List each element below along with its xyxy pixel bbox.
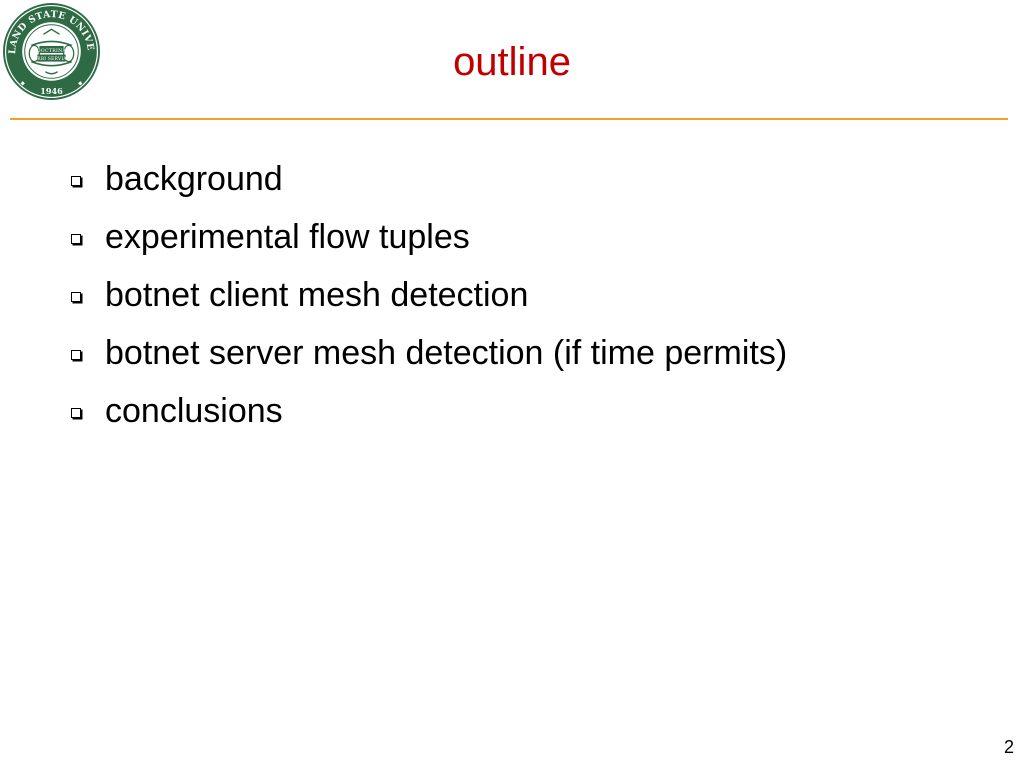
list-item: botnet server mesh detection (if time pe… bbox=[68, 324, 787, 382]
square-bullet-icon bbox=[71, 350, 81, 360]
list-item: conclusions bbox=[68, 382, 787, 440]
slide-title: outline bbox=[453, 40, 571, 84]
svg-text:1946: 1946 bbox=[40, 86, 63, 96]
square-bullet-icon bbox=[71, 292, 81, 302]
bullet-text: background bbox=[105, 159, 283, 198]
svg-text:URBI SERVIAT: URBI SERVIAT bbox=[33, 57, 69, 62]
title-divider bbox=[10, 118, 1008, 120]
list-item: background bbox=[68, 150, 787, 208]
square-bullet-icon bbox=[71, 176, 81, 186]
portland-state-university-seal-icon: PORTLAND STATE UNIVERSITY 1946 DOCTRINA … bbox=[0, 0, 102, 102]
page-number: 2 bbox=[1003, 737, 1014, 757]
bullet-text: conclusions bbox=[105, 391, 283, 430]
bullet-text: experimental flow tuples bbox=[105, 217, 470, 256]
list-item: botnet client mesh detection bbox=[68, 266, 787, 324]
seal-graphic: PORTLAND STATE UNIVERSITY 1946 DOCTRINA … bbox=[0, 0, 100, 100]
list-item: experimental flow tuples bbox=[68, 208, 787, 266]
bullet-text: botnet client mesh detection bbox=[105, 275, 529, 314]
bullet-text: botnet server mesh detection (if time pe… bbox=[105, 333, 788, 372]
svg-text:DOCTRINA: DOCTRINA bbox=[37, 48, 67, 54]
square-bullet-icon bbox=[71, 408, 81, 418]
bullet-list: background experimental flow tuples botn… bbox=[68, 150, 787, 440]
square-bullet-icon bbox=[71, 234, 81, 244]
